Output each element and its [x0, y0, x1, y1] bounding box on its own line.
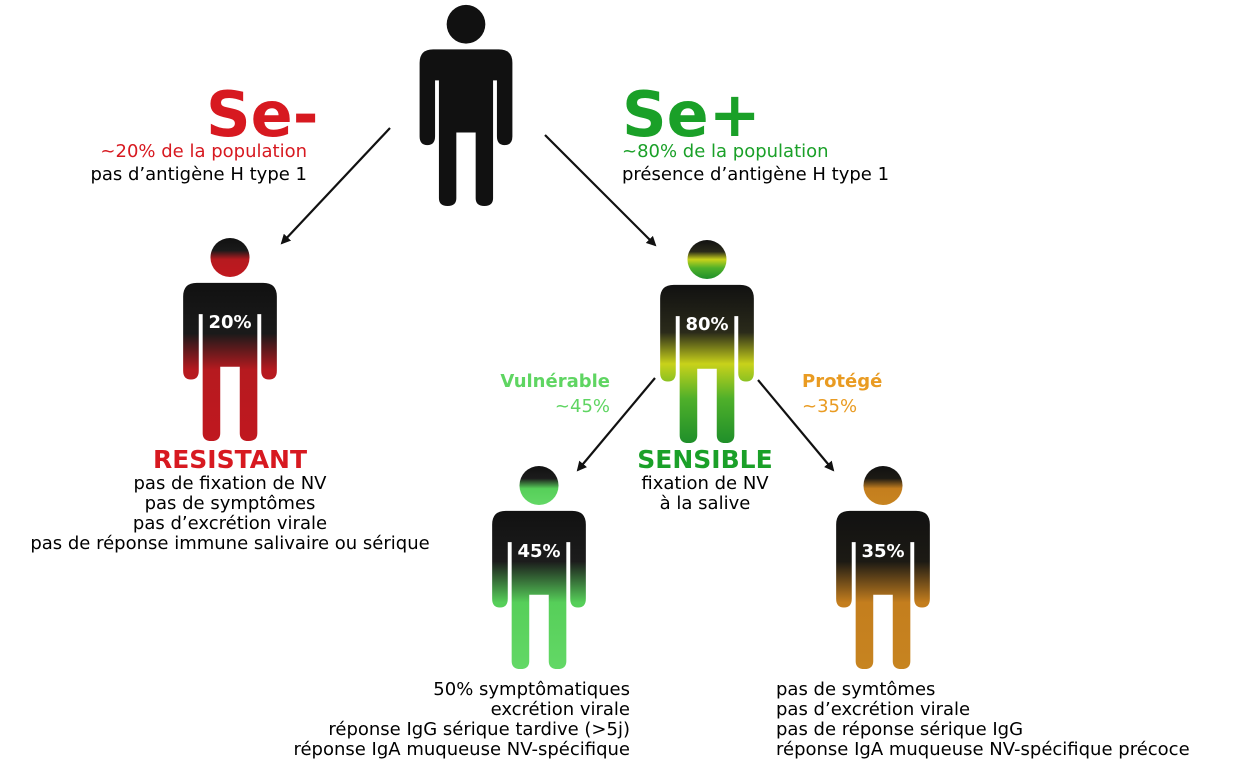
vulnerable-desc-line: réponse IgA muqueuse NV-spécifique: [293, 739, 630, 761]
vulnerable-label: Vulnérable: [500, 371, 610, 392]
resistant-figure-percent: 20%: [208, 312, 252, 333]
sensible-label: SENSIBLE: [637, 445, 773, 474]
protected-label: Protégé: [802, 371, 883, 392]
person-icon-protected: [836, 465, 930, 669]
sensible-desc-line: à la salive: [659, 493, 751, 515]
person-icon-sensible: [660, 239, 754, 443]
resistant-desc-line: pas de réponse immune salivaire ou sériq…: [30, 533, 430, 555]
arrow-sensible-to-protected: [757, 379, 835, 472]
person-icon-vulnerable: [492, 465, 586, 669]
person-icon-population: [419, 4, 513, 206]
arrow-top-to-right: [544, 134, 657, 247]
vulnerable-desc-line: réponse IgG sérique tardive (>5j): [328, 719, 630, 741]
protected-desc-line: pas de réponse sérique IgG: [776, 719, 1024, 741]
se-minus-population: ~20% de la population: [100, 141, 307, 162]
vulnerable-percent: ~45%: [554, 396, 610, 417]
arrow-sensible-to-vulnerable: [576, 377, 656, 472]
se-plus-title: Se+: [622, 78, 761, 151]
sensible-figure-percent: 80%: [685, 314, 729, 335]
vulnerable-desc-line: 50% symptômatiques: [433, 679, 630, 700]
protected-desc-line: pas d’excrétion virale: [776, 699, 971, 721]
se-minus-title: Se-: [206, 78, 319, 151]
se-plus-population: ~80% de la population: [622, 141, 829, 162]
se-plus-antigen: présence d’antigène H type 1: [622, 164, 890, 185]
person-icon-resistant: [183, 237, 277, 441]
protected-description: pas de symtômes pas d’excrétion virale p…: [776, 679, 1190, 761]
protected-desc-line: réponse IgA muqueuse NV-spécifique préco…: [776, 739, 1190, 761]
resistant-desc-line: pas de fixation de NV: [133, 473, 327, 494]
resistant-label: RESISTANT: [152, 445, 308, 474]
resistant-desc-line: pas d’excrétion virale: [132, 513, 328, 535]
vulnerable-desc-line: excrétion virale: [490, 699, 630, 721]
vulnerable-figure-percent: 45%: [517, 541, 561, 562]
se-minus-antigen: pas d’antigène H type 1: [90, 164, 307, 185]
protected-desc-line: pas de symtômes: [776, 679, 936, 700]
protected-percent: ~35%: [802, 396, 858, 417]
resistant-desc-line: pas de symptômes: [144, 493, 316, 515]
resistant-description: pas de fixation de NV pas de symptômes p…: [0, 473, 460, 555]
sensible-desc-line: fixation de NV: [641, 473, 769, 494]
sensible-description: fixation de NV à la salive: [605, 473, 805, 515]
arrow-top-to-left: [280, 127, 391, 245]
protected-figure-percent: 35%: [861, 541, 905, 562]
vulnerable-description: 50% symptômatiques excrétion virale répo…: [293, 679, 630, 761]
